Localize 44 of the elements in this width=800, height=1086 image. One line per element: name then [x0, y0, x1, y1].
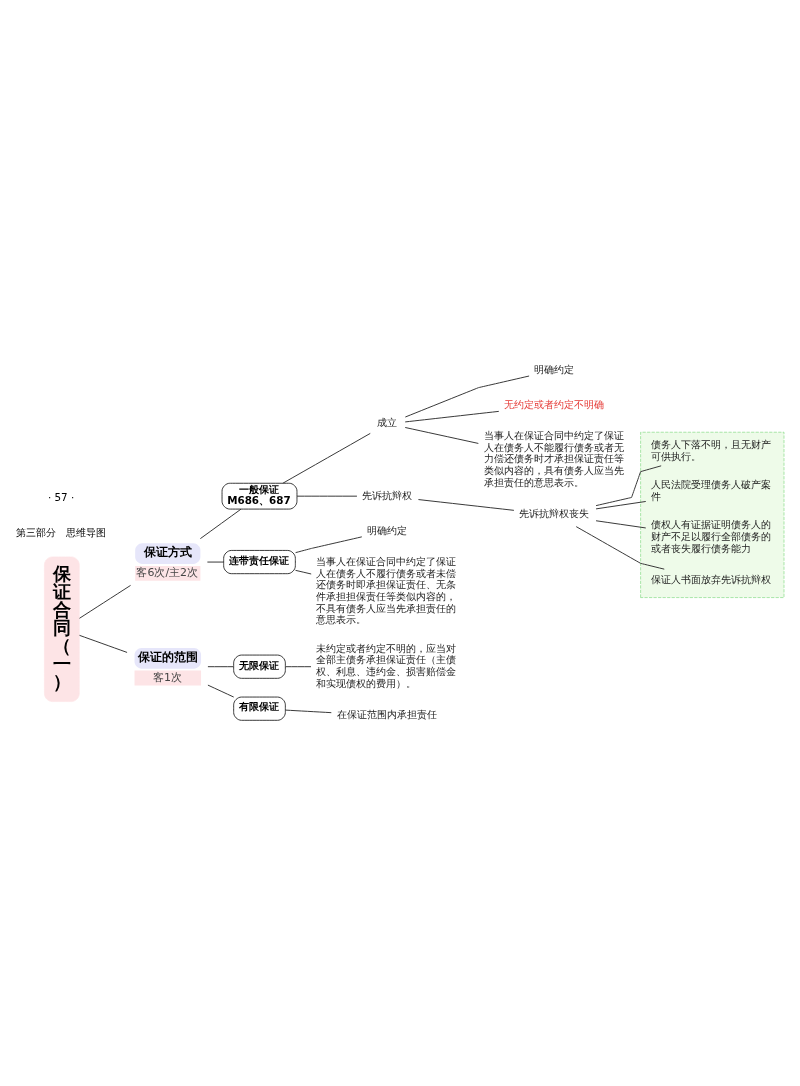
- node-text: 未约定或者约定不明的，应当对全部主债务承担保证责任（主债权、利息、违约金、损害赔偿金和实现债权的费用）。: [316, 641, 457, 689]
- node-text: 债权人有证据证明债务人的财产不足以履行全部债务的或者丧失履行债务能力: [650, 518, 771, 554]
- node-box: 连带责任保证: [223, 550, 296, 575]
- connector: [595, 520, 647, 529]
- node-label: 客1次: [152, 670, 182, 684]
- connector: [285, 666, 312, 668]
- node-text: 明确约定: [534, 362, 575, 375]
- cluster: [640, 431, 785, 598]
- connector: [285, 709, 332, 714]
- connector: [575, 526, 665, 570]
- node-text: 保证人书面放弃先诉抗辩权: [650, 573, 771, 586]
- connector: [79, 584, 132, 619]
- node-box: 有限保证: [233, 696, 286, 721]
- connector: [199, 508, 242, 540]
- connector: [79, 634, 128, 653]
- connector: [404, 410, 500, 423]
- label: · 57 ·: [47, 491, 75, 504]
- connector: [296, 495, 358, 497]
- node-text: 明确约定: [367, 523, 408, 536]
- connector: [595, 465, 662, 507]
- connector: [206, 561, 224, 563]
- connector: [404, 375, 530, 418]
- node-box: 一般保证 M686、687: [221, 482, 298, 510]
- node-text: 当事人在保证合同中约定了保证人在债务人不能履行债务或者无力偿还债务时才承担保证责任等类似内容的，具有债务人应当先承担责任的意思表示。: [483, 429, 624, 488]
- node-text: 先诉抗辩权丧失: [519, 507, 590, 520]
- node-text: 先诉抗辩权: [362, 488, 413, 501]
- connector: [595, 501, 647, 510]
- node-box: 保证合同（一）: [44, 556, 80, 702]
- connector: [404, 427, 479, 444]
- node-box: 无限保证: [233, 654, 286, 679]
- node-text: 债务人下落不明，且无财产可供执行。: [650, 438, 771, 462]
- node-text: 当事人在保证合同中约定了保证人在债务人不履行债务或者未偿还债务时即承担保证责任、无条件承担担保责任等类似内容的，不具有债务人应当先承担责任的意思表示。: [316, 555, 457, 626]
- label: 第三部分 思维导图: [15, 526, 106, 539]
- node-text: 无约定或者约定不明确: [504, 397, 604, 410]
- connector: [295, 536, 363, 554]
- connector: [282, 432, 371, 484]
- node-text: 人民法院受理债务人破产案件: [650, 478, 771, 502]
- connector: [417, 499, 515, 511]
- node-label: 客6次/主2次: [136, 566, 199, 580]
- connector: [295, 569, 312, 575]
- node-text: 成立: [377, 416, 398, 429]
- connector: [207, 684, 235, 698]
- connector: [207, 666, 234, 668]
- node-text: 在保证范围内承担责任: [336, 708, 437, 721]
